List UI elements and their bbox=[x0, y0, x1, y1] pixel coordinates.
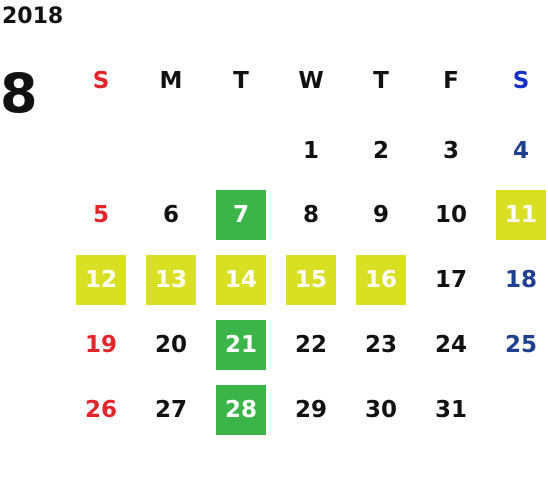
day-cell-25[interactable]: 25 bbox=[504, 332, 537, 358]
day-cell-20[interactable]: 20 bbox=[154, 332, 187, 358]
day-cell-8[interactable]: 8 bbox=[302, 202, 319, 228]
day-cell-15[interactable]: 15 bbox=[286, 255, 336, 305]
year-label: 2018 bbox=[2, 4, 64, 29]
day-cell-22[interactable]: 22 bbox=[294, 332, 327, 358]
day-cell-31[interactable]: 31 bbox=[434, 397, 467, 423]
day-cell-19[interactable]: 19 bbox=[84, 332, 117, 358]
day-cell-16[interactable]: 16 bbox=[356, 255, 406, 305]
day-cell-29[interactable]: 29 bbox=[294, 397, 327, 423]
day-cell-10[interactable]: 10 bbox=[434, 202, 467, 228]
day-cell-4[interactable]: 4 bbox=[512, 138, 529, 164]
day-cell-11[interactable]: 11 bbox=[496, 190, 546, 240]
day-cell-9[interactable]: 9 bbox=[372, 202, 389, 228]
day-cell-6[interactable]: 6 bbox=[162, 202, 179, 228]
day-cell-30[interactable]: 30 bbox=[364, 397, 397, 423]
weekday-header-tue: T bbox=[233, 68, 249, 94]
weekday-header-sun: S bbox=[92, 68, 110, 94]
weekday-header-thu: T bbox=[373, 68, 389, 94]
day-cell-12[interactable]: 12 bbox=[76, 255, 126, 305]
day-cell-17[interactable]: 17 bbox=[434, 267, 467, 293]
day-cell-27[interactable]: 27 bbox=[154, 397, 187, 423]
day-cell-23[interactable]: 23 bbox=[364, 332, 397, 358]
weekday-header-mon: M bbox=[159, 68, 183, 94]
day-cell-13[interactable]: 13 bbox=[146, 255, 196, 305]
day-cell-7[interactable]: 7 bbox=[216, 190, 266, 240]
day-cell-2[interactable]: 2 bbox=[372, 138, 389, 164]
day-cell-18[interactable]: 18 bbox=[504, 267, 537, 293]
day-cell-21[interactable]: 21 bbox=[216, 320, 266, 370]
day-cell-5[interactable]: 5 bbox=[92, 202, 109, 228]
day-cell-24[interactable]: 24 bbox=[434, 332, 467, 358]
day-cell-28[interactable]: 28 bbox=[216, 385, 266, 435]
weekday-header-fri: F bbox=[443, 68, 459, 94]
month-number: 8 bbox=[0, 62, 38, 125]
weekday-header-sat: S bbox=[512, 68, 530, 94]
day-cell-14[interactable]: 14 bbox=[216, 255, 266, 305]
day-cell-1[interactable]: 1 bbox=[302, 138, 319, 164]
day-cell-26[interactable]: 26 bbox=[84, 397, 117, 423]
weekday-header-wed: W bbox=[298, 68, 324, 94]
day-cell-3[interactable]: 3 bbox=[442, 138, 459, 164]
